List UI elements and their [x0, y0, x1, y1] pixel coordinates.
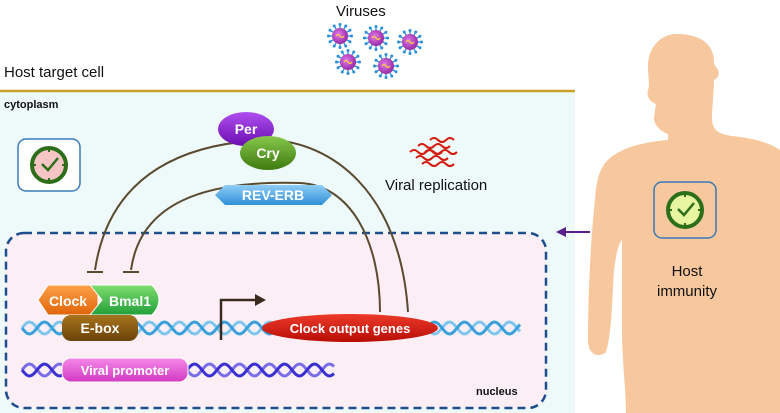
viral-replication-label: Viral replication	[385, 177, 487, 194]
rev-erb-label: REV-ERB	[242, 187, 304, 203]
rev-erb-feedback-arc	[130, 181, 381, 313]
nucleus-label: nucleus	[476, 386, 518, 398]
host-immunity-label-line1: Host	[672, 263, 704, 280]
clock-output-genes	[262, 314, 438, 342]
ebox-label: E-box	[81, 320, 120, 336]
viral-promoter-label: Viral promoter	[81, 363, 170, 378]
host-immunity-label-line2: immunity	[657, 283, 718, 300]
viral-rna-icon	[409, 137, 458, 167]
bmal1-label: Bmal1	[109, 293, 151, 309]
cry-label: Cry	[256, 145, 280, 161]
clock-protein	[37, 284, 99, 316]
cytoplasm-label: cytoplasm	[4, 99, 59, 111]
virus-icon	[373, 53, 399, 79]
viruses-label: Viruses	[336, 3, 386, 20]
transcription-arrow	[219, 294, 266, 340]
per-label: Per	[235, 121, 258, 137]
immunity-signal-arrow	[556, 227, 590, 237]
clock-output-genes-label: Clock output genes	[290, 321, 411, 336]
virus-icon	[397, 29, 423, 55]
viral-promoter	[61, 357, 189, 383]
cry-protein	[240, 136, 296, 170]
virus-icon	[335, 49, 361, 75]
ebox-element	[62, 315, 138, 341]
host-target-cell-label: Host target cell	[4, 64, 104, 81]
viruses-group	[327, 23, 423, 79]
virus-icon	[327, 23, 353, 49]
clock-label: Clock	[49, 293, 87, 309]
host-clock-icon	[653, 181, 717, 239]
rev-erb-protein	[215, 185, 332, 205]
virus-icon	[363, 25, 389, 51]
clock-icon	[17, 138, 81, 192]
